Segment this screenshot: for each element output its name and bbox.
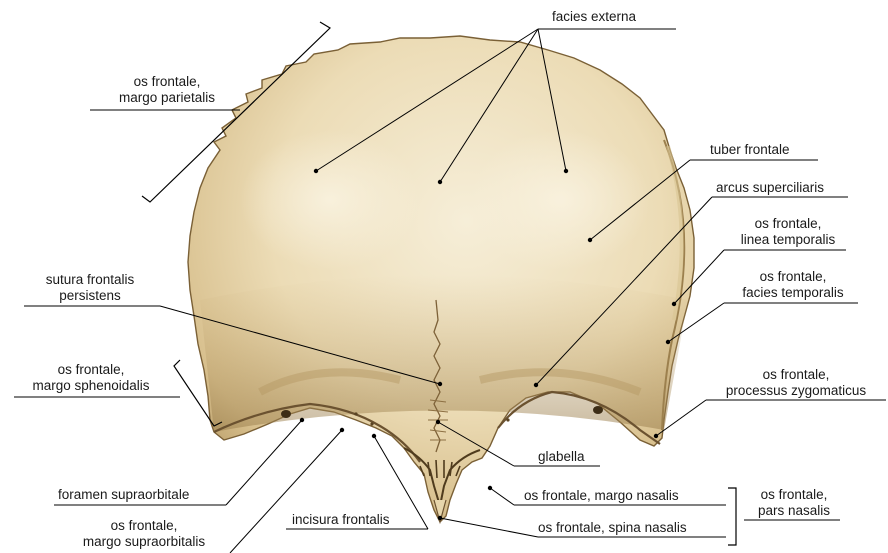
label-facies-temporalis: os frontale, facies temporalis bbox=[726, 269, 860, 301]
label-margo-sphenoidalis-line2: margo sphenoidalis bbox=[14, 378, 168, 394]
label-linea-temporalis-line1: os frontale, bbox=[726, 216, 850, 232]
label-facies-temporalis-line2: facies temporalis bbox=[726, 285, 860, 301]
label-processus-zygomaticus-line1: os frontale, bbox=[706, 367, 886, 383]
label-margo-parietalis-line1: os frontale, bbox=[92, 74, 242, 90]
label-margo-parietalis: os frontale, margo parietalis bbox=[92, 74, 242, 106]
label-foramen-supraorbitale: foramen supraorbitale bbox=[58, 487, 189, 503]
label-margo-sphenoidalis-line1: os frontale, bbox=[14, 362, 168, 378]
label-facies-temporalis-line1: os frontale, bbox=[726, 269, 860, 285]
bracket-pars-nasalis bbox=[728, 488, 736, 545]
label-margo-parietalis-line2: margo parietalis bbox=[92, 90, 242, 106]
label-linea-temporalis-line2: linea temporalis bbox=[726, 232, 850, 248]
label-pars-nasalis-line2: pars nasalis bbox=[746, 503, 842, 519]
label-facies-externa: facies externa bbox=[552, 9, 636, 25]
label-pars-nasalis-line1: os frontale, bbox=[746, 487, 842, 503]
label-sutura-line1: sutura frontalis bbox=[20, 272, 160, 288]
label-linea-temporalis: os frontale, linea temporalis bbox=[726, 216, 850, 248]
label-arcus-superciliaris: arcus superciliaris bbox=[716, 180, 824, 196]
label-sutura-line2: persistens bbox=[20, 288, 160, 304]
label-margo-nasalis: os frontale, margo nasalis bbox=[524, 488, 679, 504]
label-pars-nasalis: os frontale, pars nasalis bbox=[746, 487, 842, 519]
label-margo-supraorbitalis: os frontale, margo supraorbitalis bbox=[58, 518, 230, 550]
label-margo-supraorbitalis-line2: margo supraorbitalis bbox=[58, 534, 230, 550]
label-processus-zygomaticus: os frontale, processus zygomaticus bbox=[706, 367, 886, 399]
label-margo-sphenoidalis: os frontale, margo sphenoidalis bbox=[14, 362, 168, 394]
label-processus-zygomaticus-line2: processus zygomaticus bbox=[706, 383, 886, 399]
label-incisura-frontalis: incisura frontalis bbox=[292, 512, 390, 528]
label-tuber-frontale: tuber frontale bbox=[710, 142, 790, 158]
label-glabella: glabella bbox=[538, 449, 585, 465]
label-margo-supraorbitalis-line1: os frontale, bbox=[58, 518, 230, 534]
label-sutura-frontalis-persistens: sutura frontalis persistens bbox=[20, 272, 160, 304]
label-spina-nasalis: os frontale, spina nasalis bbox=[538, 520, 687, 536]
